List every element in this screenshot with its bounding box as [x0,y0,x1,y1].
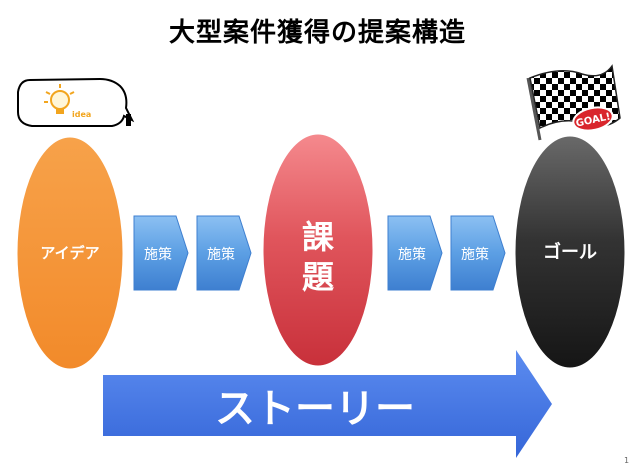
step-label: 施策 [398,246,426,263]
idea-node: アイデア [14,134,126,372]
step-arrow-4: 施策 [450,215,506,291]
goal-label: ゴール [543,241,597,263]
checkered-flag-icon: GOAL! [526,64,621,141]
slide-title: 大型案件獲得の提案構造 [168,18,466,48]
step-arrow-3: 施策 [387,215,443,291]
issue-node: 課 題 [260,131,376,369]
step-arrow-2: 施策 [196,215,252,291]
issue-label-line1: 課 [302,218,334,256]
step-label: 施策 [207,246,235,263]
bubble-text: idea [72,110,91,119]
lightbulb-icon [44,84,75,114]
step-label: 施策 [461,246,489,263]
goal-sign: GOAL! [572,106,614,132]
story-label: ストーリー [215,386,415,432]
page-number: 1 [624,456,629,465]
idea-bubble: idea [17,77,135,127]
issue-label-line2: 題 [302,258,334,296]
story-arrow: ストーリー [103,350,552,458]
step-arrow-1: 施策 [133,215,189,291]
idea-label: アイデア [40,244,99,262]
step-label: 施策 [144,246,172,263]
goal-node: ゴール [512,133,628,371]
